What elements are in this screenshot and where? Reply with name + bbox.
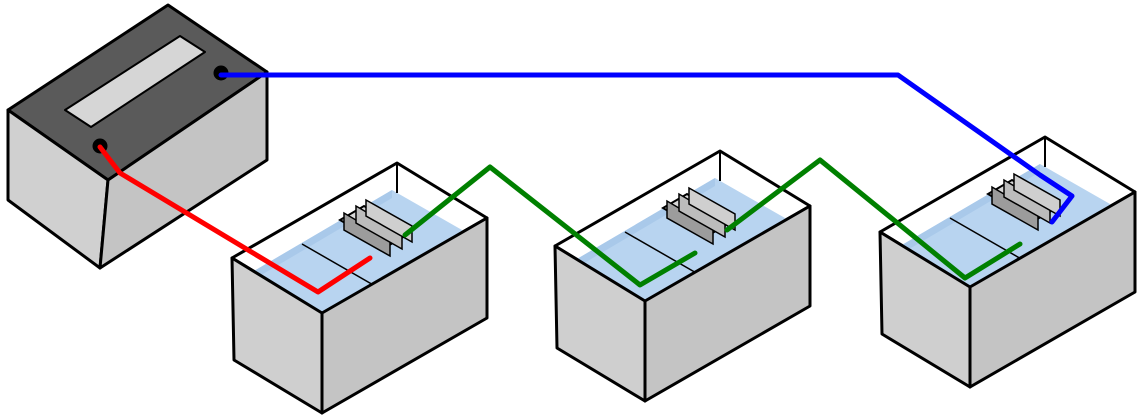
wire-blue [218,72,1075,225]
electrolytic-cell-3 [878,135,1137,389]
electrolytic-cell-2 [553,149,812,403]
battery-right-face [98,70,269,270]
battery-label-slot [64,35,206,128]
wire-green-2 [724,157,1023,281]
battery [6,3,269,270]
wire-green-1 [402,164,698,288]
wire-red [97,144,373,295]
